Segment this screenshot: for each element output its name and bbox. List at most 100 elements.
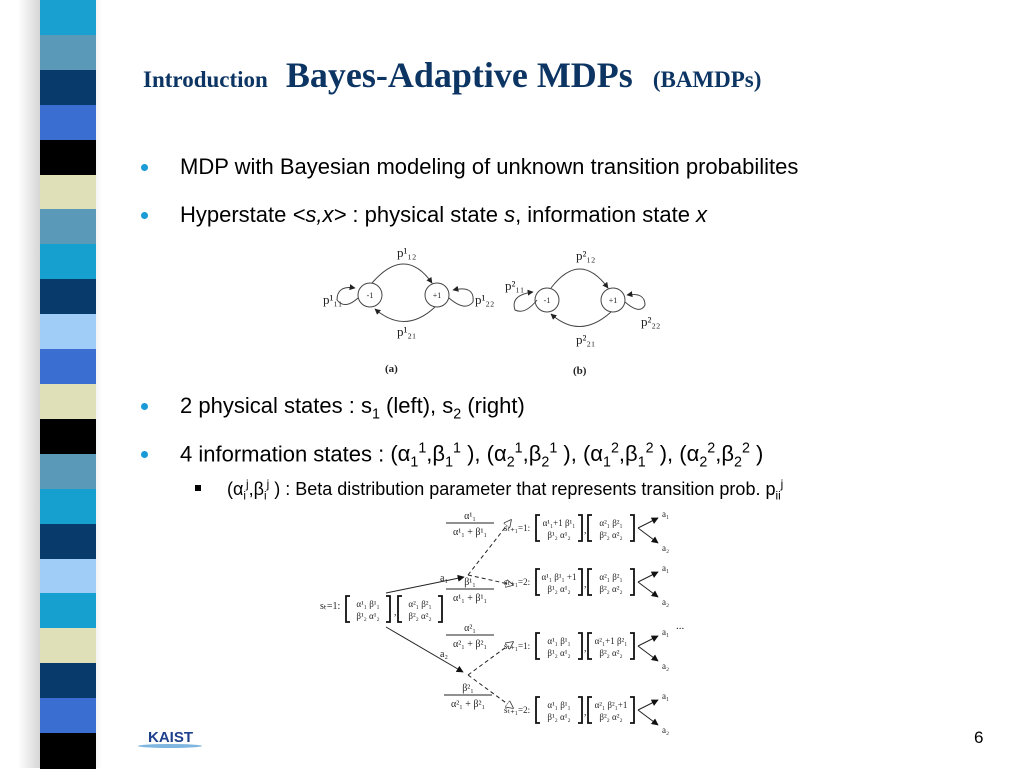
svg-text:α²₁ β²₁: α²₁ β²₁ bbox=[408, 599, 431, 609]
stripe-band bbox=[40, 104, 96, 141]
bullet-text: Hyperstate <s,x> : physical state s, inf… bbox=[180, 202, 708, 227]
svg-text:p¹₁₁: p¹₁₁ bbox=[323, 292, 342, 307]
sub-bullet-text: (αij,βij ) : Beta distribution parameter… bbox=[227, 478, 784, 503]
svg-text:a₂: a₂ bbox=[440, 649, 448, 660]
decorative-stripe bbox=[40, 0, 96, 769]
svg-text:-1: -1 bbox=[544, 296, 551, 305]
svg-text:...: ... bbox=[676, 620, 685, 632]
svg-text:α²₁ β²₁: α²₁ β²₁ bbox=[599, 518, 622, 528]
svg-text:p²₂₁: p²₂₁ bbox=[576, 332, 595, 347]
stripe-band bbox=[40, 733, 96, 769]
svg-text:p¹₂₁: p¹₂₁ bbox=[397, 324, 416, 339]
svg-text:β²₂ α²₂: β²₂ α²₂ bbox=[599, 712, 622, 722]
svg-text:sₜ₊₁=1:: sₜ₊₁=1: bbox=[504, 641, 530, 651]
bullet-text: 2 physical states : s1 (left), s2 (right… bbox=[180, 393, 525, 423]
svg-text:β²₂ α²₂: β²₂ α²₂ bbox=[599, 530, 622, 540]
svg-text:a₁: a₁ bbox=[440, 573, 448, 584]
info-state-pair: (α21,β21 ), bbox=[486, 441, 583, 471]
svg-text:α¹₁: α¹₁ bbox=[464, 511, 476, 522]
svg-text:α¹₁+1 β¹₁: α¹₁+1 β¹₁ bbox=[543, 518, 576, 528]
svg-text:KAIST: KAIST bbox=[148, 729, 193, 746]
stripe-band bbox=[40, 453, 96, 490]
svg-text:,: , bbox=[584, 579, 587, 590]
svg-text:α²₁ β²₁: α²₁ β²₁ bbox=[599, 572, 622, 582]
svg-text:,: , bbox=[584, 643, 587, 654]
svg-text:p²₂₂: p²₂₂ bbox=[641, 314, 660, 329]
svg-text:a₁: a₁ bbox=[662, 509, 669, 519]
svg-text:β²₂ α²₂: β²₂ α²₂ bbox=[599, 648, 622, 658]
bamdp-tree-diagram: sₜ=1: α¹₁ β¹₁ β¹₂ α¹₂, α²₁ β²₁ β²₂ α²₂ a₁ a₂ α¹… bbox=[320, 509, 685, 735]
svg-text:(a): (a) bbox=[385, 363, 398, 375]
stripe-band bbox=[40, 0, 96, 36]
svg-text:β¹₂ α¹₂: β¹₂ α¹₂ bbox=[547, 530, 570, 540]
svg-text:α²₁ β²₁+1: α²₁ β²₁+1 bbox=[595, 700, 628, 710]
mdp-diagram-a: -1 +1 p¹₁₂ p¹₂₁ p¹₁₁ p¹₂₂ (a) bbox=[323, 245, 494, 375]
svg-text:β¹₂ α¹₂: β¹₂ α¹₂ bbox=[547, 712, 570, 722]
svg-text:sₜ₊₁=2:: sₜ₊₁=2: bbox=[504, 705, 530, 715]
svg-text:a₁: a₁ bbox=[662, 627, 669, 637]
svg-text:p²₁₁: p²₁₁ bbox=[505, 278, 524, 293]
stripe-band bbox=[40, 488, 96, 525]
svg-text:β²₂ α²₂: β²₂ α²₂ bbox=[599, 584, 622, 594]
stripe-band bbox=[40, 418, 96, 455]
svg-text:+1: +1 bbox=[609, 296, 618, 305]
svg-text:β¹₂ α¹₂: β¹₂ α¹₂ bbox=[547, 584, 570, 594]
svg-text:β¹₂ α¹₂: β¹₂ α¹₂ bbox=[547, 648, 570, 658]
square-bullet-icon bbox=[195, 485, 201, 491]
svg-text:α¹₁ + β¹₁: α¹₁ + β¹₁ bbox=[453, 527, 487, 538]
stripe-band bbox=[40, 314, 96, 351]
svg-text:α¹₁ β¹₁: α¹₁ β¹₁ bbox=[547, 700, 570, 710]
stripe-band bbox=[40, 523, 96, 560]
svg-text:α²₁: α²₁ bbox=[464, 623, 476, 634]
stripe-band bbox=[40, 69, 96, 106]
stripe-band bbox=[40, 349, 96, 385]
title-main: Bayes-Adaptive MDPs bbox=[285, 55, 633, 95]
kaist-logo: KAIST bbox=[138, 729, 202, 748]
svg-text:-1: -1 bbox=[367, 291, 374, 300]
svg-text:+1: +1 bbox=[433, 291, 442, 300]
bullet-dot-icon bbox=[141, 164, 148, 171]
svg-text:β¹₁: β¹₁ bbox=[464, 577, 476, 588]
svg-text:sₜ=1:: sₜ=1: bbox=[320, 601, 340, 612]
svg-text:α²₁+1 β²₁: α²₁+1 β²₁ bbox=[595, 636, 628, 646]
svg-text:a₁: a₁ bbox=[662, 691, 669, 701]
info-state-pair: (α22,β22 ) bbox=[679, 441, 764, 471]
svg-text:β²₂ α²₂: β²₂ α²₂ bbox=[408, 611, 431, 621]
stripe-band bbox=[40, 279, 96, 316]
svg-text:p¹₁₂: p¹₁₂ bbox=[397, 245, 416, 260]
info-state-pair: (α12,β12 ), bbox=[582, 441, 680, 471]
svg-text:α¹₁ β¹₁: α¹₁ β¹₁ bbox=[547, 636, 570, 646]
svg-text:p¹₂₂: p¹₂₂ bbox=[475, 292, 494, 307]
bullet-dot-icon bbox=[141, 212, 148, 219]
svg-text:,: , bbox=[584, 525, 587, 536]
svg-text:a₂: a₂ bbox=[662, 543, 669, 553]
svg-text:(b): (b) bbox=[573, 365, 587, 377]
stripe-band bbox=[40, 174, 96, 211]
slide-title: Introduction Bayes-Adaptive MDPs (BAMDPs… bbox=[143, 54, 761, 96]
stripe-band bbox=[40, 663, 96, 700]
svg-text:α¹₁ β¹₁: α¹₁ β¹₁ bbox=[356, 599, 379, 609]
bullet-dot-icon bbox=[141, 451, 148, 458]
section-label: Introduction bbox=[143, 67, 268, 92]
info-state-pair: (α11,β11 ), bbox=[390, 441, 487, 471]
stripe-band bbox=[40, 698, 96, 735]
stripe-band bbox=[40, 593, 96, 630]
bullet-dot-icon bbox=[141, 403, 148, 410]
svg-text:a₁: a₁ bbox=[662, 563, 669, 573]
svg-text:sₜ₊₁=2:: sₜ₊₁=2: bbox=[504, 577, 530, 587]
svg-text:β¹₂ α¹₂: β¹₂ α¹₂ bbox=[356, 611, 379, 621]
stripe-band bbox=[40, 558, 96, 595]
stripe-band bbox=[40, 384, 96, 420]
mdp-diagram: -1 +1 p¹₁₂ p¹₂₁ p¹₁₁ p¹₂₂ (a) -1 +1 p²₁₂… bbox=[323, 245, 660, 377]
svg-text:a₂: a₂ bbox=[662, 597, 669, 607]
bullet-text: 4 information states : (α11,β11 ), (α21,… bbox=[180, 441, 764, 471]
svg-text:a₂: a₂ bbox=[662, 661, 669, 671]
mdp-diagram-b: -1 +1 p²₁₂ p²₂₁ p²₁₁ p²₂₂ (b) bbox=[505, 248, 660, 377]
svg-text:sₜ₊₁=1:: sₜ₊₁=1: bbox=[504, 523, 530, 533]
svg-text:α²₁ + β²₁: α²₁ + β²₁ bbox=[453, 639, 487, 650]
stripe-band bbox=[40, 244, 96, 281]
svg-text:α²₁ + β²₁: α²₁ + β²₁ bbox=[451, 699, 485, 710]
stripe-band bbox=[40, 139, 96, 176]
svg-text:α¹₁ + β¹₁: α¹₁ + β¹₁ bbox=[453, 593, 487, 604]
stripe-band bbox=[40, 209, 96, 246]
